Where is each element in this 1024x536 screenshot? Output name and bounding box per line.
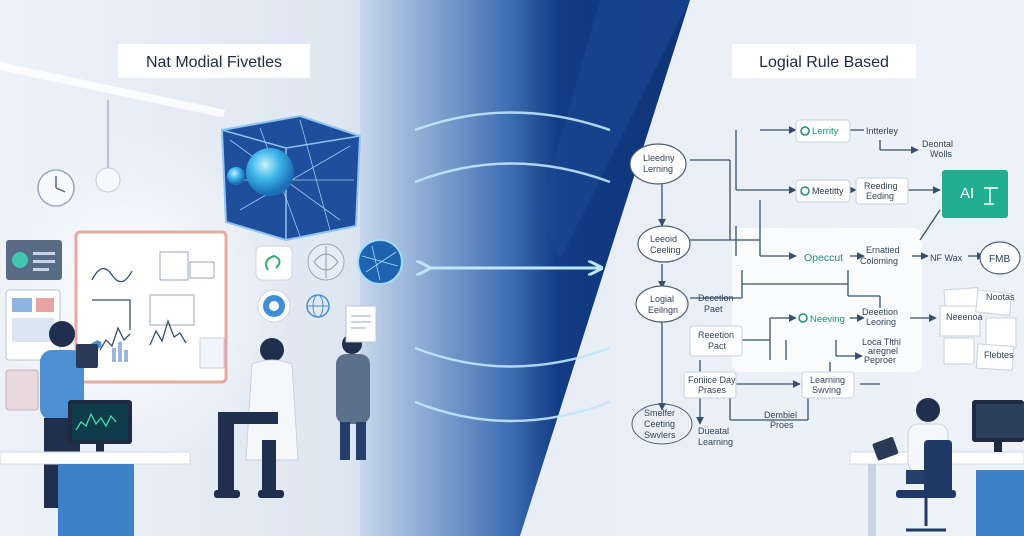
node-leedny-lerning[interactable]: Lleedny Lerning [629,143,687,185]
node-label-line1: Logial [650,294,674,304]
node-ernatied-line1: Ernatied [866,245,900,255]
flowchart-wires [658,126,985,425]
left-room [0,62,403,536]
node-neeving[interactable]: Neeving [798,313,845,325]
node-deeetion-line1: Deeetion [862,307,898,317]
node-label-line1: Leeoid [650,234,677,244]
gear-icon [257,289,291,323]
chart-icon [112,342,128,362]
node-learning-swving[interactable]: Learning Swving [801,371,855,399]
node-stack-cards [939,287,1017,371]
node-ai-card[interactable]: AI [942,170,1008,218]
whiteboard [74,230,228,384]
connection-arcs [414,111,611,423]
node-meetitty[interactable]: Meetitty [795,179,851,203]
node-label-line2: Prases [698,385,727,395]
node-neeenoa: Neeenoa [946,312,983,322]
node-foniice-day[interactable]: Foniice Day Prases [683,371,737,399]
right-desk-scene [849,398,1024,536]
node-label-line2: Eeilngn [648,305,678,315]
node-reeetion-pact[interactable]: Reeetion Pact [689,325,743,357]
globe-icon [306,294,330,318]
node-label-line3: Swvlers [644,430,676,440]
person-reader [336,305,377,460]
node-locatid-line1: Loca Tlthl [862,337,901,347]
node-opeccut[interactable]: Opeccut [804,252,843,264]
node-label: Lerrity [812,126,839,137]
node-label-line2: Ceeting [644,419,675,429]
flowchart: Lerrity Intterley Deontal Wolls Lleedny … [629,119,1021,447]
left-panel-title: Nat Modial Fivetles [146,54,282,71]
node-ernatied-line2: Coloming [860,256,898,266]
node-decetlon-line1: Decetlon [698,293,734,303]
right-panel-title: Logial Rule Based [759,54,889,71]
node-logial-eeilngn[interactable]: Logial Eeilngn [635,285,689,323]
cube-network-icon [220,114,362,242]
node-label: AI [960,185,974,202]
node-leeoid-ceeling[interactable]: Leeoid Ceeling [637,225,691,263]
node-locatid-line2: aregnel [868,346,898,356]
node-reeding-eeding[interactable]: Reeding Eeding [855,177,909,205]
node-intterley: Intterley [866,126,899,136]
node-decetlon-line2: Paet [704,304,723,314]
monitor-icon [972,400,1024,452]
node-lerrity[interactable]: Lerrity [795,119,851,143]
node-label-line1: Reeding [864,181,898,191]
node-dembiel-line1: Dembiel [764,410,797,420]
node-label-line2: Lerning [643,164,673,174]
monitor-icon [68,400,132,454]
node-label-line1: Reeetion [698,330,734,340]
node-smelfer-ceeting[interactable]: Smelfer Ceeting Swvlers [631,403,693,445]
node-flebtes: Flebtes [984,350,1014,360]
left-title-card: Nat Modial Fivetles [118,44,310,78]
node-label-line2: Swving [812,385,841,395]
node-nootas: Nootas [986,292,1015,302]
node-label: FMB [989,254,1010,265]
right-title-card: Logial Rule Based [732,44,916,78]
clock-icon [37,169,75,207]
node-dembiel-line2: Proes [770,420,794,430]
node-fmb[interactable]: FMB [979,241,1021,275]
node-label-line1: Smelfer [644,408,675,418]
node-label: Neeving [810,314,845,325]
node-dueatal-line1: Dueatal [698,426,729,436]
node-label-line1: Learning [810,375,845,385]
node-label-line2: Eeding [866,191,894,201]
node-deontal-line1: Deontal [922,139,953,149]
node-label-line1: Lleedny [643,153,675,163]
node-label-line1: Foniice Day [688,375,736,385]
node-label-line2: Ceeling [650,245,681,255]
node-deontal-line2: Wolls [930,149,952,159]
node-deeetion-line2: Leoring [866,317,896,327]
node-locatid-line3: Peproer [864,355,896,365]
node-label: Meetitty [812,186,844,196]
node-label-line2: Pact [708,341,727,351]
person-scientist [214,338,299,498]
node-dueatal-line2: Learning [698,437,733,447]
node-nf-wax: NF Wax [930,253,963,263]
document-icon [345,305,377,343]
